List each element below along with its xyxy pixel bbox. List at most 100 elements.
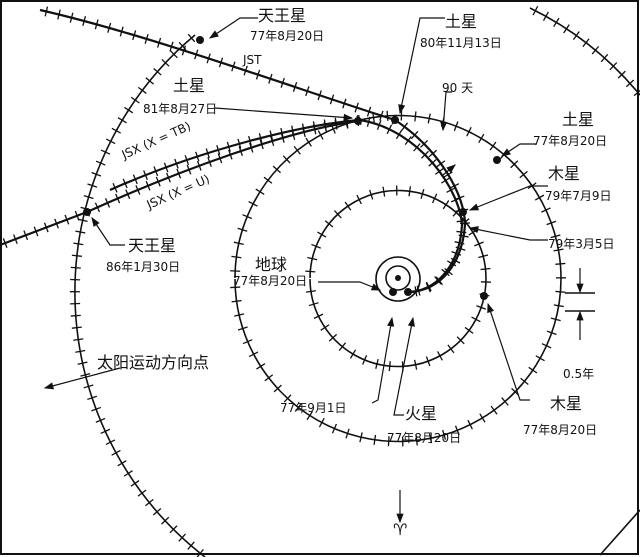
tick-mark	[609, 62, 618, 71]
tick-mark	[100, 149, 111, 155]
uranus-1986-date: 86年1月30日	[106, 260, 181, 274]
tick-mark	[137, 489, 147, 497]
tick-mark	[230, 286, 241, 289]
tick-mark	[362, 355, 368, 365]
ninety-days-label: 90 天	[442, 81, 474, 95]
tick-mark	[311, 243, 321, 249]
tick-mark	[231, 299, 242, 303]
tick-mark	[270, 136, 275, 147]
tick-mark	[535, 355, 545, 362]
tick-mark	[195, 151, 200, 162]
tick-mark	[354, 102, 359, 113]
tick-mark	[248, 201, 258, 207]
tick-mark	[248, 135, 252, 146]
tick-mark	[553, 248, 564, 252]
tick-mark	[476, 305, 487, 310]
tick-mark	[410, 130, 419, 140]
mars-name: 火星	[405, 404, 438, 423]
tick-mark	[414, 359, 418, 370]
tick-mark	[186, 164, 192, 175]
tick-mark	[194, 49, 199, 60]
tick-mark	[342, 98, 347, 109]
tick-mark	[112, 182, 118, 193]
uranus-1986-name: 天王星	[128, 236, 177, 255]
tick-mark	[386, 110, 389, 121]
tick-mark	[345, 117, 349, 128]
tick-mark	[318, 417, 325, 428]
jupiter-1977-dot	[480, 292, 488, 300]
earth-orbit	[385, 265, 411, 291]
tick-mark	[13, 234, 18, 245]
tick-mark	[414, 286, 418, 297]
tick-mark	[306, 411, 314, 421]
tick-mark	[375, 358, 379, 369]
tick-mark	[64, 214, 70, 225]
tick-mark	[83, 194, 94, 200]
jsx-u-trajectory	[0, 119, 359, 247]
tick-mark	[413, 143, 421, 152]
tick-mark	[420, 139, 429, 148]
tick-mark	[625, 79, 635, 88]
tick-mark	[226, 141, 231, 152]
sun-dot	[395, 275, 401, 281]
tick-mark	[95, 160, 106, 166]
tick-mark	[359, 432, 363, 443]
earth-name: 地球	[255, 255, 288, 274]
tick-mark	[434, 276, 442, 285]
tick-mark	[255, 69, 261, 80]
uranus-orbit-arc	[529, 7, 640, 96]
tick-mark	[156, 37, 162, 48]
tick-mark	[33, 226, 39, 237]
tick-mark	[420, 188, 425, 199]
tick-mark	[420, 150, 429, 159]
tick-mark	[431, 193, 438, 204]
tick-mark	[379, 110, 384, 121]
tick-mark	[280, 132, 285, 143]
earth-dot	[389, 288, 397, 296]
tick-mark	[532, 5, 539, 16]
saturn-1977-name: 土星	[562, 110, 595, 129]
tick-mark	[317, 90, 322, 101]
tick-mark	[425, 356, 431, 367]
tick-mark	[317, 231, 327, 238]
tick-mark	[454, 241, 465, 245]
vernal-equinox-symbol: ♈	[393, 520, 408, 539]
mars-dot	[404, 288, 412, 296]
tick-mark	[74, 210, 80, 221]
uranus-1977-name: 天王星	[258, 6, 307, 25]
tick-mark	[237, 138, 242, 149]
mars-orbit	[375, 256, 421, 302]
tick-mark	[69, 12, 74, 23]
tick-mark	[273, 384, 282, 393]
tick-mark	[258, 133, 263, 144]
tick-mark	[283, 394, 292, 403]
tick-mark	[591, 45, 600, 55]
tick-mark	[474, 241, 484, 247]
tick-mark	[468, 229, 478, 236]
tick-mark	[71, 254, 82, 257]
saturn-1981-dot	[354, 117, 362, 125]
tick-mark	[307, 256, 318, 261]
tick-mark	[329, 94, 335, 105]
tick-mark	[268, 73, 273, 84]
saturn-1977-dot	[493, 156, 501, 164]
half-year-label: 0.5年	[563, 367, 595, 381]
tick-mark	[428, 159, 437, 167]
tick-mark	[550, 317, 561, 322]
tick-mark	[237, 227, 248, 232]
tick-mark	[510, 160, 519, 169]
tick-mark	[617, 70, 626, 79]
tick-mark	[205, 148, 210, 159]
tick-mark	[169, 41, 174, 52]
date-1979-03-05: 79年3月5日	[548, 237, 615, 251]
tick-mark	[447, 344, 455, 354]
earth-date: 77年8月20日	[233, 274, 308, 288]
tick-mark	[145, 498, 154, 507]
tick-mark	[436, 160, 446, 168]
tick-mark	[294, 403, 302, 412]
saturn-1981-date: 81年8月27日	[143, 102, 218, 116]
tick-mark	[441, 268, 450, 277]
tick-mark	[437, 351, 443, 361]
tick-mark	[427, 113, 431, 124]
tick-mark	[356, 194, 362, 205]
